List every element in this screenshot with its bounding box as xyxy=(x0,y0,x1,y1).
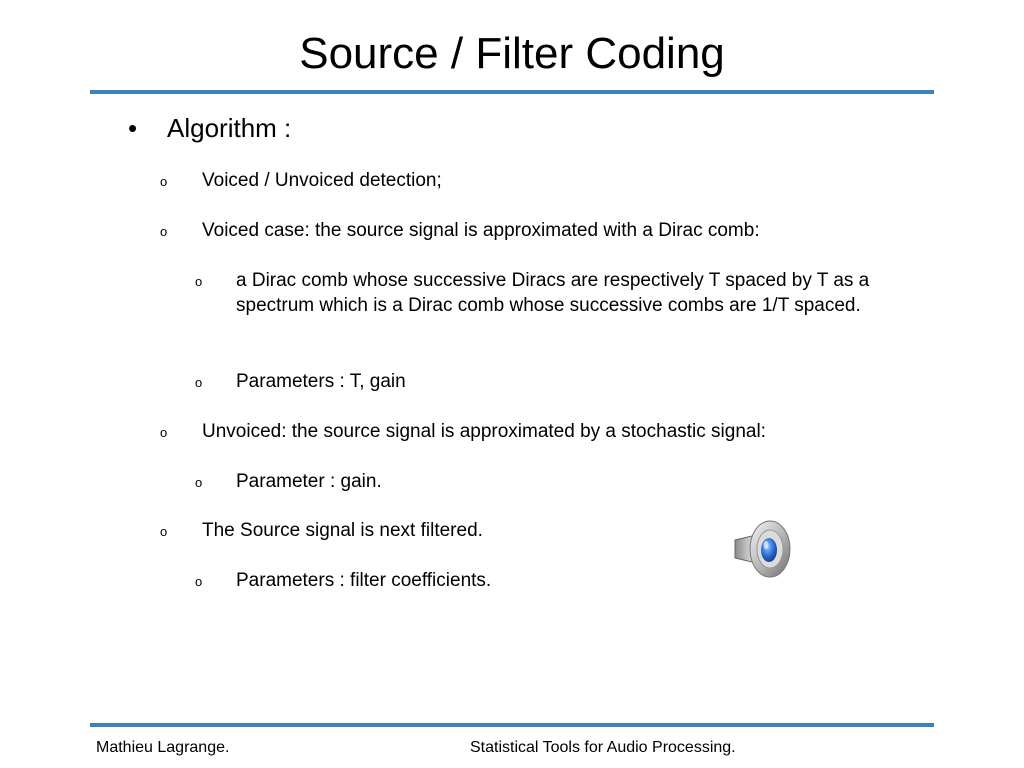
list-item-text: Unvoiced: the source signal is approxima… xyxy=(202,421,766,442)
list-item-text: Parameters : filter coefficients. xyxy=(236,570,492,591)
list-item-text: Voiced / Unvoiced detection; xyxy=(202,170,442,191)
title-divider xyxy=(90,90,934,94)
list-item-text: Parameter : gain. xyxy=(236,471,382,492)
sub-bullet-marker: o xyxy=(195,375,203,390)
footer-course-title: Statistical Tools for Audio Processing. xyxy=(470,739,736,756)
sub-bullet-marker: o xyxy=(195,574,203,589)
bullet-marker: • xyxy=(128,113,138,143)
sub-bullet-marker: o xyxy=(160,425,168,440)
sub-bullet-marker: o xyxy=(195,274,203,289)
list-item-text: Parameters : T, gain xyxy=(236,371,406,392)
sub-bullet-marker: o xyxy=(160,524,168,539)
sub-bullet-marker: o xyxy=(160,224,168,239)
list-item-text: The Source signal is next filtered. xyxy=(202,520,483,541)
sub-bullet-marker: o xyxy=(195,475,203,490)
footer-author: Mathieu Lagrange. xyxy=(96,739,230,756)
speaker-icon[interactable] xyxy=(732,518,796,580)
footer-divider xyxy=(90,723,934,727)
sub-bullet-marker: o xyxy=(160,174,168,189)
main-bullet-text: Algorithm : xyxy=(167,113,292,143)
list-item-text: a Dirac comb whose successive Diracs are… xyxy=(236,270,870,316)
list-item-text: Voiced case: the source signal is approx… xyxy=(202,220,760,241)
slide-title: Source / Filter Coding xyxy=(299,29,725,78)
